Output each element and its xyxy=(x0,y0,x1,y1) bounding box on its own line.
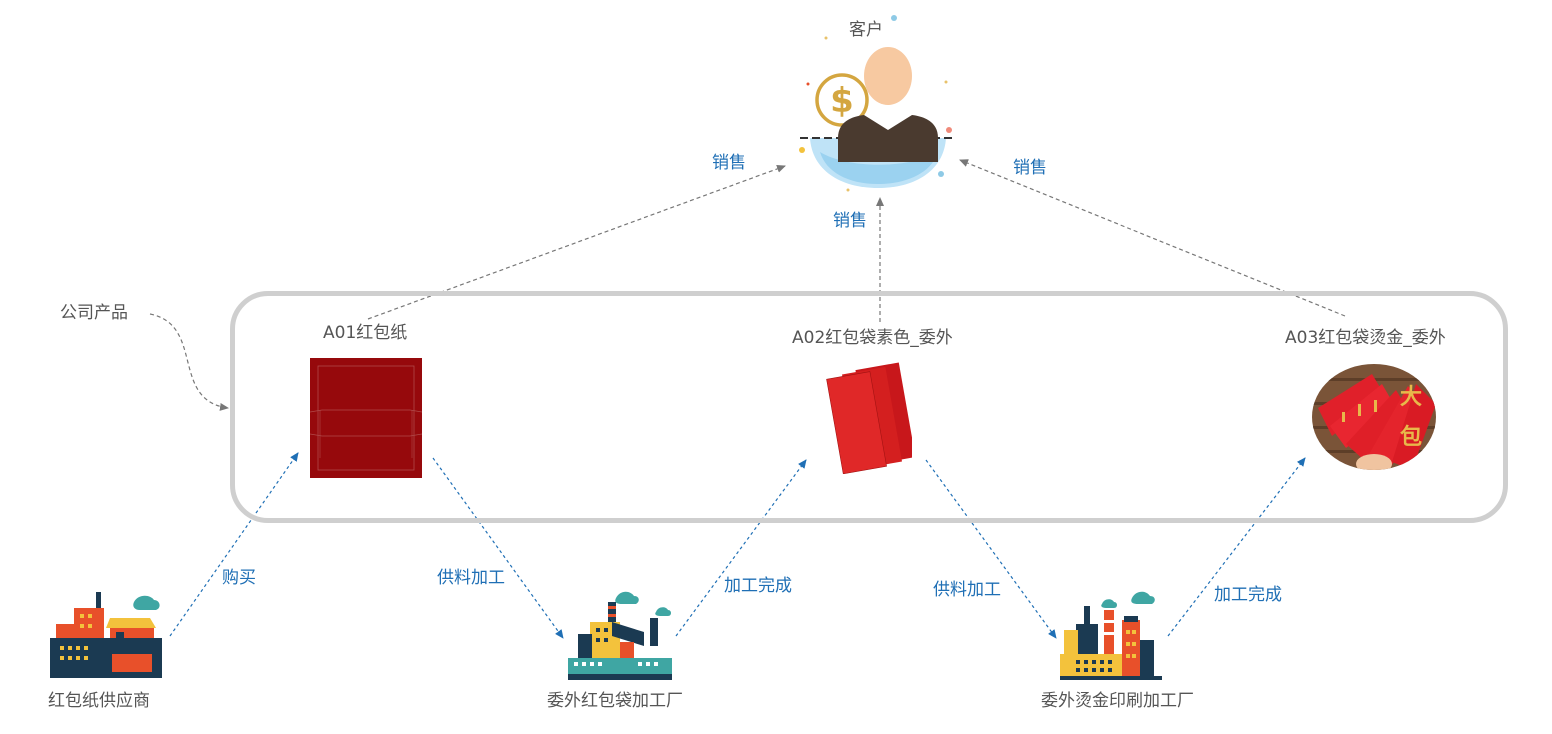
company-products-pointer xyxy=(149,313,229,411)
done-label-1: 加工完成 xyxy=(724,576,792,596)
factory-label-hotstamp: 委外烫金印刷加工厂 xyxy=(1041,691,1194,711)
product-label-a03: A03红包袋烫金_委外 xyxy=(1285,328,1446,348)
sale-label-right: 销售 xyxy=(1013,158,1047,178)
product-label-a01: A01红包纸 xyxy=(323,323,408,343)
customer-label: 客户 xyxy=(849,20,883,40)
sale-label-mid: 销售 xyxy=(833,211,867,231)
customer-avatar-icon: $ xyxy=(799,15,956,192)
svg-text:包: 包 xyxy=(1400,424,1422,450)
company-products-label: 公司产品 xyxy=(60,303,128,323)
svg-text:大: 大 xyxy=(1400,384,1422,410)
buy-label: 购买 xyxy=(222,568,256,588)
svg-text:$: $ xyxy=(830,81,854,121)
factory-label-supplier: 红包纸供应商 xyxy=(48,691,150,711)
sale-arrow-right xyxy=(959,159,1346,317)
buy-arrow xyxy=(169,452,299,637)
product-label-a02: A02红包袋素色_委外 xyxy=(792,328,953,348)
factory-icon xyxy=(1060,591,1162,680)
done-arrow-1 xyxy=(675,459,807,637)
red-envelopes-image xyxy=(826,362,912,474)
feed-label-1: 供料加工 xyxy=(437,568,505,588)
company-products-frame xyxy=(230,291,1508,523)
done-arrow-2 xyxy=(1167,457,1306,637)
feed-arrow-1 xyxy=(432,457,564,639)
factory-label-envelope: 委外红包袋加工厂 xyxy=(547,691,683,711)
feed-arrow-2 xyxy=(925,459,1057,639)
factory-icon xyxy=(50,592,162,678)
red-paper-image xyxy=(310,358,422,478)
gold-envelopes-photo: 大 包 xyxy=(1312,364,1436,470)
sale-label-left: 销售 xyxy=(712,153,746,173)
feed-label-2: 供料加工 xyxy=(933,580,1001,600)
factory-icon xyxy=(568,591,672,680)
done-label-2: 加工完成 xyxy=(1214,585,1282,605)
